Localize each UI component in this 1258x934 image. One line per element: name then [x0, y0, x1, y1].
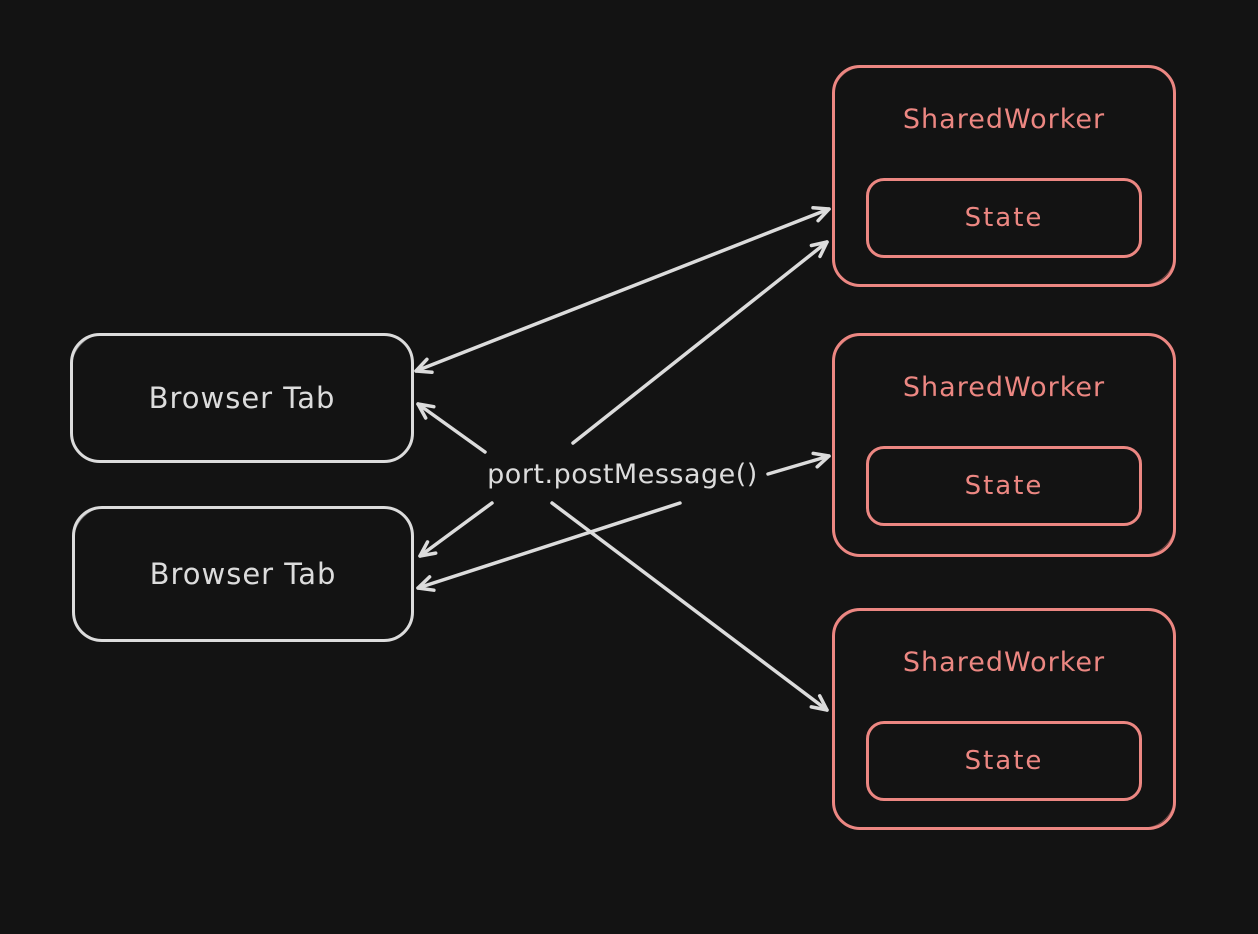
shared-worker-3-label: SharedWorker [902, 647, 1106, 678]
shared-worker-1-state-label: State [964, 203, 1044, 233]
shared-worker-1-state-box: State [866, 178, 1142, 258]
shared-worker-2-label: SharedWorker [902, 372, 1106, 403]
browser-tab-1-node: Browser Tab [70, 333, 414, 463]
browser-tab-2-label: Browser Tab [149, 557, 337, 591]
browser-tab-2-node: Browser Tab [72, 506, 414, 642]
shared-worker-2-state-box: State [866, 446, 1142, 526]
browser-tab-1-label: Browser Tab [148, 381, 336, 415]
arrow-port-postmessage-label-to-browser-tab-2 [416, 501, 682, 592]
shared-worker-3-state-box: State [866, 721, 1142, 801]
shared-worker-3-node: SharedWorker State [832, 608, 1176, 830]
shared-worker-1-label: SharedWorker [902, 104, 1106, 135]
shared-worker-2-state-label: State [964, 471, 1044, 501]
arrow-browser-tab-1-to-shared-worker-1 [414, 206, 831, 374]
arrow-port-postmessage-label-to-shared-worker-1 [571, 240, 829, 445]
shared-worker-2-node: SharedWorker State [832, 333, 1176, 557]
arrow-port-postmessage-label-to-browser-tab-2 [418, 501, 494, 558]
shared-worker-3-state-label: State [964, 746, 1044, 776]
port-postmessage-label: port.postMessage() [487, 459, 758, 490]
arrow-port-postmessage-label-to-shared-worker-2 [766, 451, 831, 476]
arrow-port-postmessage-label-to-shared-worker-3 [550, 501, 829, 712]
arrow-port-postmessage-label-to-browser-tab-1 [416, 402, 487, 454]
shared-worker-1-node: SharedWorker State [832, 65, 1176, 287]
